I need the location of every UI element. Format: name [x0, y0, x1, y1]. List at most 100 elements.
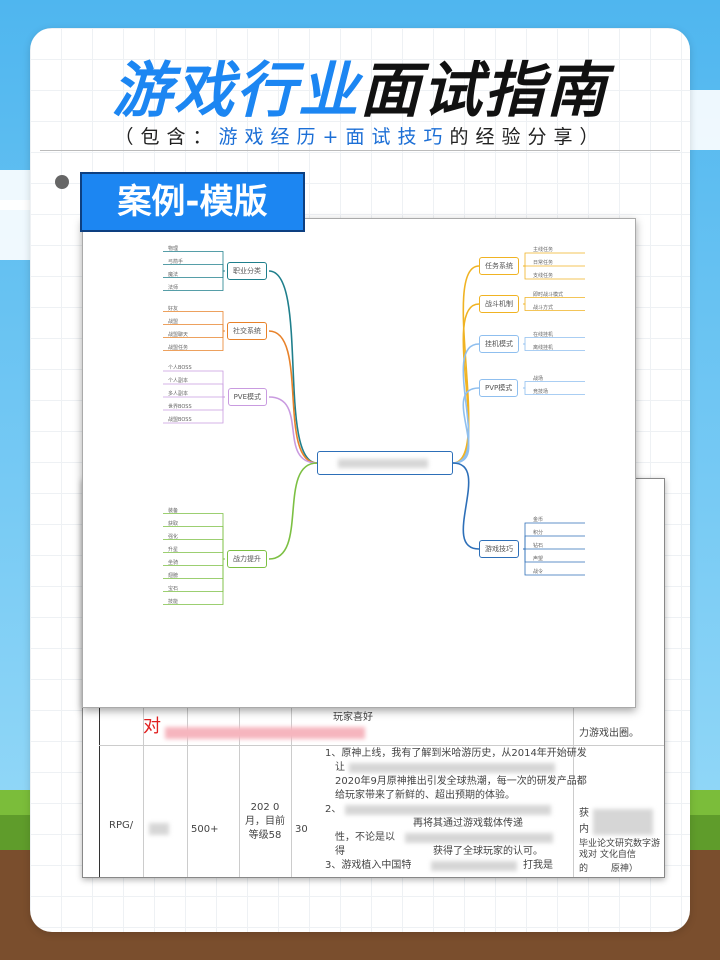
mindmap-leaf: 战盟任务	[168, 344, 189, 351]
redacted-block	[593, 809, 653, 835]
para-3b: 打我是	[523, 860, 553, 871]
mindmap-leaf: 战盟BOSS	[168, 417, 192, 423]
mindmap-branch-node: 社交系统	[227, 322, 267, 340]
genre-cell: RPG/	[109, 820, 134, 831]
mindmap-leaf: 弓箭手	[168, 258, 184, 265]
para-3: 3、游戏植入中国特	[325, 860, 412, 871]
subtitle-pre: （包含：	[114, 126, 219, 148]
para-1d: 给玩家带来了新鲜的、超出预期的体验。	[335, 790, 515, 801]
mindmap-leaf: 即时战斗模式	[533, 291, 564, 298]
mindmap-leaf: 魔法	[168, 271, 179, 278]
row1-text: 玩家喜好	[333, 712, 373, 723]
pixel-cloud	[690, 90, 720, 150]
redacted-block	[405, 833, 553, 843]
leaf-connector	[523, 548, 585, 576]
leaf-connector	[163, 330, 225, 351]
redacted-block	[345, 805, 551, 815]
mindmap-leaf: 战场	[533, 375, 544, 382]
para-2b: 再将其通过游戏载体传递	[413, 818, 523, 829]
mindmap-leaf: 多人副本	[168, 391, 189, 397]
para-1c: 2020年9月原神推出引发全球热潮，每一次的研发产品都	[335, 776, 587, 787]
mindmap-leaf: 获取	[168, 520, 179, 527]
page-title: 游戏行业面试指南	[0, 42, 720, 129]
subtitle: （包含：游戏经历+面试技巧的经验分享）	[0, 122, 720, 149]
mindmap-leaf: 个人BOSS	[168, 365, 192, 371]
mindmap-leaf: 坐骑	[168, 559, 179, 566]
mindmap-leaf: 技能	[168, 598, 179, 605]
branch-connector	[268, 330, 318, 464]
right-col-1: 获	[579, 808, 589, 819]
right-col-3: 毕业论文研究数字游戏对 文化自信	[579, 839, 661, 860]
branch-connector	[452, 387, 480, 464]
right-col-4: 的 原神）	[579, 864, 638, 874]
mindmap-branch-node: 游戏技巧	[479, 540, 519, 558]
mindmap-leaf: 竞技场	[533, 388, 549, 395]
time-cell: 202 0月，目前等级58	[245, 802, 285, 841]
branch-connector	[268, 270, 318, 464]
para-2e: 获得了全球玩家的认可。	[433, 846, 543, 857]
mindmap-leaf: 支线任务	[533, 273, 554, 279]
mindmap-branch-node: 挂机模式	[479, 335, 519, 353]
count-cell: 500+	[191, 824, 219, 835]
section-badge: 案例-模版	[80, 172, 305, 232]
branch-connector	[452, 303, 480, 464]
title-black: 面试指南	[360, 56, 608, 126]
bullet-dot	[55, 175, 69, 189]
subtitle-highlight: 游戏经历+面试技巧	[218, 126, 450, 148]
branch-connector	[268, 396, 318, 464]
mindmap-leaf: 法师	[168, 284, 179, 291]
branch-connector	[452, 462, 480, 550]
leaf-connector	[523, 303, 585, 311]
mindmap-branch-node: 任务系统	[479, 257, 519, 275]
mindmap-leaf: 声望	[533, 556, 544, 562]
leaf-connector	[523, 387, 585, 395]
mindmap-connectors	[163, 251, 585, 605]
redacted-block	[165, 727, 365, 739]
redacted-block	[349, 763, 555, 773]
redacted-block	[431, 861, 517, 871]
mindmap-branch-node: PVP模式	[479, 379, 519, 397]
mindmap-leaf: 宝石	[168, 585, 179, 592]
mindmap-leaf: 物理	[168, 245, 179, 252]
mindmap-leaf: 主线任务	[533, 247, 554, 253]
mindmap-leaf: 积分	[533, 530, 544, 536]
leaf-connector	[163, 396, 225, 424]
mindmap-branch-node: 职业分类	[227, 262, 267, 280]
mindmap-leaf: 升星	[168, 546, 179, 553]
branch-connector	[268, 462, 318, 560]
mindmap-leaf: 战盟聊天	[168, 331, 189, 338]
title-blue: 游戏行业	[112, 56, 360, 126]
mindmap-branch-node: PVE模式	[227, 388, 267, 406]
mindmap-leaf: 强化	[168, 533, 179, 540]
leaf-connector	[163, 270, 225, 291]
mindmap-branch-node: 战斗机制	[479, 295, 519, 313]
divider	[40, 150, 680, 151]
mindmap-leaf: 翅膀	[168, 572, 179, 579]
mindmap-leaf: 好友	[168, 305, 179, 312]
para-2d: 得	[335, 846, 345, 857]
para-1: 1、原神上线，我有了解到米哈游历史，从2014年开始研发	[325, 748, 587, 759]
leaf-connector	[163, 558, 225, 605]
leaf-connector	[163, 526, 225, 560]
table-row-line	[99, 745, 664, 746]
leaf-connector	[523, 343, 585, 351]
leaf-connector	[523, 265, 585, 280]
para-2: 2、	[325, 804, 342, 815]
para-1b: 让	[335, 762, 345, 773]
mindmap-leaf: 个人副本	[168, 378, 189, 384]
row1-right-text: 力游戏出圈。	[579, 728, 639, 739]
para-2c: 性，不论是以	[335, 832, 395, 843]
mindmap-leaf: 战令	[533, 569, 544, 575]
mindmap-leaf: 日常任务	[533, 260, 554, 266]
mindmap-leaf: 在线挂机	[533, 331, 554, 338]
redacted-block	[149, 823, 169, 835]
mindmap-leaf: 装备	[168, 507, 179, 514]
mindmap-branch-node: 战力提升	[227, 550, 267, 568]
table-border	[99, 569, 100, 877]
mindmap-leaf: 离线挂机	[533, 344, 554, 351]
mindmap-center-node	[317, 451, 453, 475]
mindmap-leaf: 世界BOSS	[168, 404, 192, 410]
right-col-2: 内	[579, 824, 589, 835]
mindmap-leaf: 钻石	[533, 543, 544, 549]
